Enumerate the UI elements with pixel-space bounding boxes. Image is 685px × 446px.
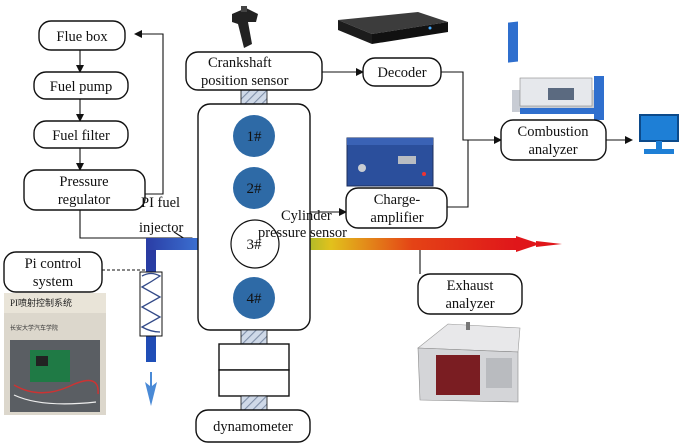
charge-amplifier-label-line1: Charge- [374,192,421,208]
pressure-regulator-label-line1: Pressure [59,174,108,190]
ecu-photo-subcaption: 长安大学汽车学院 [10,324,58,332]
fuel-pump-node: Fuel pump [33,71,129,100]
cylinder-2-label: 2# [247,181,263,197]
fuel-filter-label: Fuel filter [52,128,110,144]
combustion-analyzer-label-line1: Combustion [518,124,590,140]
pressure-regulator-label-line2: regulator [58,192,111,208]
charge-amplifier-node: Charge- amplifier [345,187,448,229]
combustion-analyzer-label-line2: analyzer [528,142,577,158]
cylinder-4-label: 4# [247,291,263,307]
cylinder-3-label: 3# [247,237,263,253]
cylinder-1-label: 1# [247,129,263,145]
crankshaft-sensor-node: Crankshaft position sensor [185,51,323,91]
decoder-photo [338,12,448,44]
pi-fuel-injector-label-line1: PI fuel [141,195,180,211]
cylinder-2: 2# [233,167,275,209]
combustion-analyzer-node: Combustion analyzer [500,119,607,161]
pressure-regulator-node: Pressure regulator [23,169,146,211]
decoder-node: Decoder [362,57,442,87]
dynamometer-label: dynamometer [213,419,293,435]
pi-fuel-injector-label-line2: injector [139,220,183,236]
charge-amplifier-photo [346,137,434,187]
crankshaft-sensor-label-line2: position sensor [201,73,289,89]
fuel-filter-node: Fuel filter [33,120,129,149]
pi-control-system-label-line2: system [33,274,74,290]
crankshaft-sensor-photo [232,6,258,48]
engine-block [197,89,311,411]
combustion-analyzer-photo [508,21,604,120]
decoder-label: Decoder [377,65,426,81]
exhaust-analyzer-photo [417,322,521,403]
ecu-photo-caption: PI喷射控制系统 [10,297,72,308]
cylinder-pressure-sensor-label-line1: Cylinder [281,208,332,224]
flue-box-label: Flue box [56,29,108,45]
pi-fuel-injector-label: PI fuel injector [139,195,183,236]
crankshaft-sensor-label-line1: Crankshaft [208,55,272,71]
pi-control-system-node: Pi control system [3,251,103,293]
computer-monitor-icon [639,114,679,154]
flue-box-node: Flue box [38,20,126,51]
cylinder-pressure-sensor-label-line2: pressure sensor [258,225,347,241]
cylinder-1: 1# [233,115,275,157]
exhaust-analyzer-label-line1: Exhaust [447,278,494,294]
dynamometer-node: dynamometer [195,409,311,443]
pi-control-system-label-line1: Pi control [25,256,82,272]
ecu-photo: PI喷射控制系统 长安大学汽车学院 [4,293,106,415]
exhaust-analyzer-label-line2: analyzer [445,296,494,312]
cylinder-4: 4# [233,277,275,319]
exhaust-analyzer-node: Exhaust analyzer [417,273,523,315]
intake-pipe [139,250,163,406]
cylinder-3: 3# [230,219,280,269]
charge-amplifier-label-line2: amplifier [370,210,423,226]
cylinder-pressure-sensor-label: Cylinder pressure sensor [258,208,347,241]
fuel-pump-label: Fuel pump [50,79,112,95]
